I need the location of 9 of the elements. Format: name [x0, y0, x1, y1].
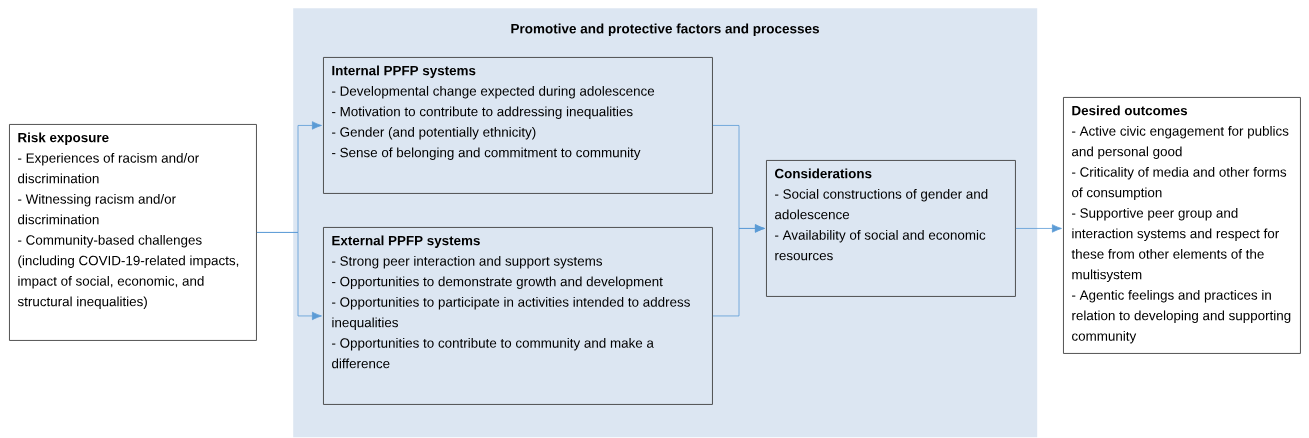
text-box: Considerations - Social constructions of gender and adolescence - Availability of social and economic resources [766, 160, 1016, 297]
text-box: Desired outcomes - Active civic engagement for publics and personal good - Criticality of media and other forms of consumption - Supportive peer group and interaction systems and respect for these from other elements of the multisystem - Agentic feelings and practices in relation to developing and supporting community [1063, 97, 1301, 354]
arrow [712, 224, 765, 317]
text-box: Risk exposure - Experiences of racism and/or discrimination - Witnessing racism and/or discrimination - Community-based challenges (including COVID-19-related impacts, impact of social, economic, and structural inequalities) [9, 124, 257, 341]
arrow [256, 232, 322, 321]
text-box: Internal PPFP systems - Developmental change expected during adolescence - Motivation to contribute to addressing inequalities - Gender (and potentially ethnicity) - Sense of belonging and commitment to community [323, 57, 713, 194]
arrow [1015, 224, 1062, 233]
panel-title: Promotive and protective factors and processes [511, 23, 819, 37]
text-box: External PPFP systems - Strong peer interaction and support systems - Opportunities to demonstrate growth and development - Opportunities to participate in activities intended to address inequalities - Opportunities to contribute to community and make a difference [323, 227, 713, 405]
